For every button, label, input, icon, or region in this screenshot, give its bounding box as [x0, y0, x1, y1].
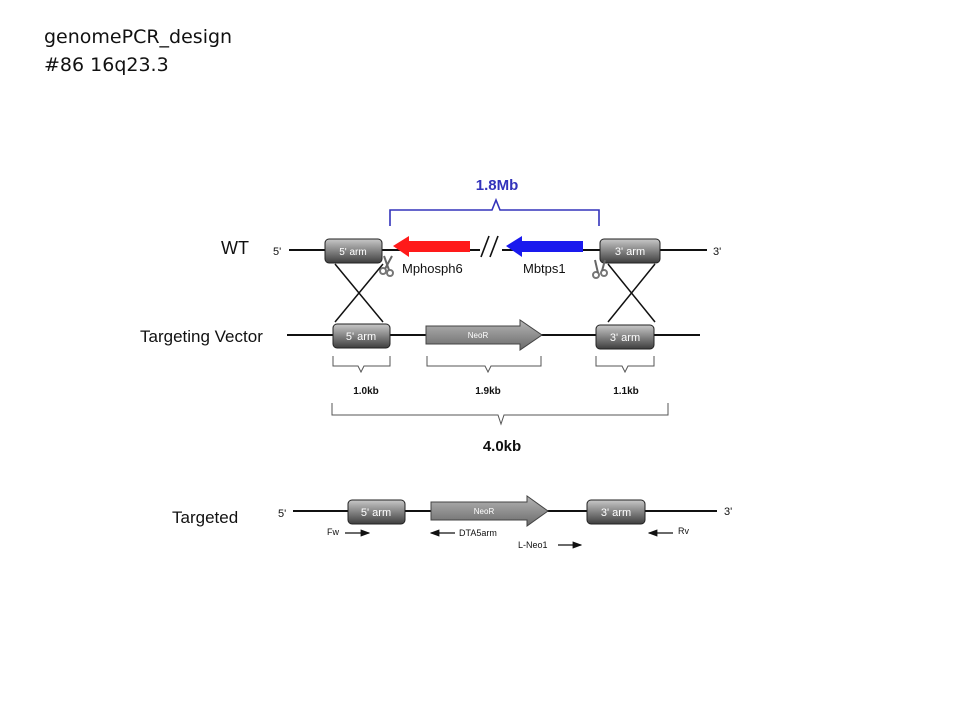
- targeted-arm3-label: 3' arm: [601, 507, 631, 519]
- targeted-arm3-box: [586, 499, 646, 525]
- scissors-icon: [379, 255, 394, 277]
- break-mark: [480, 235, 490, 258]
- wt-arm5-label: 5' arm: [339, 247, 366, 258]
- break-gap: [480, 238, 502, 256]
- size-arm3-label: 1.1kb: [613, 386, 639, 397]
- size-neo-label: 1.9kb: [475, 386, 501, 397]
- targeted-5prime: 5': [278, 508, 286, 520]
- vector-arm5-label: 5' arm: [346, 331, 376, 343]
- primer-lneo-label: L-Neo1: [518, 540, 548, 550]
- size-brace-neo: [426, 356, 542, 374]
- size-brace-total: [331, 403, 669, 426]
- targeted-arm5-label: 5' arm: [361, 507, 391, 519]
- scissors-icon: [592, 259, 608, 279]
- primer-rv-label: Rv: [678, 526, 689, 536]
- vector-label: Targeting Vector: [140, 327, 263, 346]
- vector-arm5-box: [332, 323, 391, 349]
- gene-mphosph6-label: Mphosph6: [402, 261, 463, 276]
- wt-arm5-box: [324, 238, 383, 264]
- size-arm5-label: 1.0kb: [353, 386, 379, 397]
- wt-arm3-box: [599, 238, 661, 264]
- wt-3prime: 3': [713, 246, 721, 258]
- gene-mphosph6-arrow: [393, 236, 470, 257]
- size-total-label: 4.0kb: [483, 438, 521, 455]
- targeted-neo-label: NeoR: [474, 507, 495, 516]
- gene-mbtps1-arrow: [506, 236, 583, 257]
- header-line2: #86 16q23.3: [44, 54, 169, 76]
- header-line1: genomePCR_design: [44, 26, 233, 48]
- size-brace-arm5: [332, 356, 391, 374]
- primer-dta-label: DTA5arm: [459, 528, 497, 538]
- vector-neo-arrow: [425, 319, 543, 351]
- span-bracket: [389, 197, 600, 226]
- targeted-neo-arrow: [430, 495, 549, 527]
- size-brace-arm3: [595, 356, 655, 374]
- wt-5prime: 5': [273, 246, 281, 258]
- wt-arm3-label: 3' arm: [615, 246, 645, 258]
- gene-mbtps1-label: Mbtps1: [523, 261, 566, 276]
- vector-arm3-box: [595, 324, 655, 350]
- wt-label: WT: [221, 238, 249, 258]
- span-label: 1.8Mb: [476, 177, 519, 194]
- targeted-arm5-box: [347, 499, 406, 525]
- vector-arm3-label: 3' arm: [610, 332, 640, 344]
- targeted-3prime: 3': [724, 506, 732, 518]
- vector-neo-label: NeoR: [468, 331, 489, 340]
- targeted-label: Targeted: [172, 508, 238, 527]
- primer-fw-label: Fw: [327, 527, 339, 537]
